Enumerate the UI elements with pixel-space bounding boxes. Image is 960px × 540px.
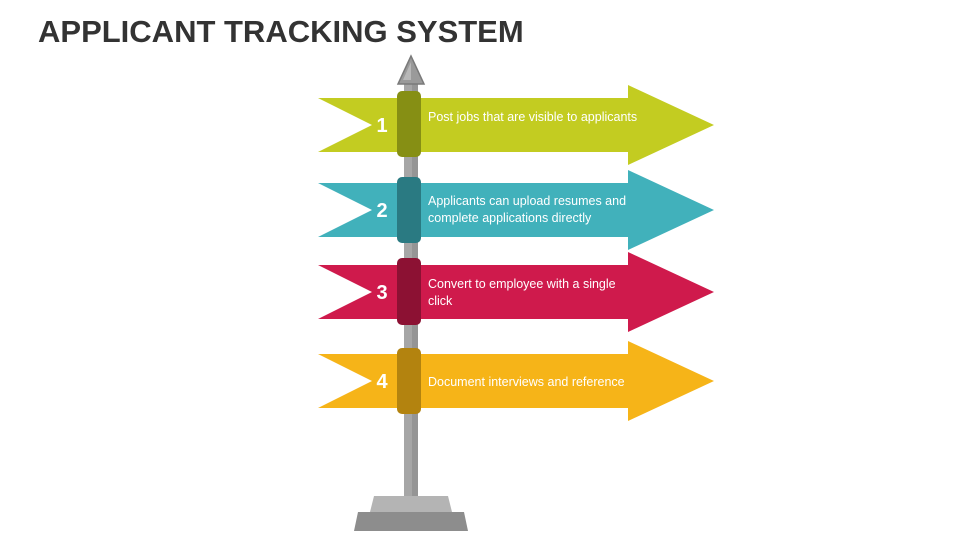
step-1-number: 1	[376, 115, 387, 137]
step-3-band	[397, 258, 421, 325]
step-2-text: Applicants can upload resumes and comple…	[428, 194, 627, 225]
step-4-text: Document interviews and reference	[428, 375, 625, 389]
signpost-top-arrow-highlight	[403, 62, 411, 80]
step-2-band	[397, 177, 421, 243]
step-2-arrow: 2	[318, 170, 714, 250]
step-4-number: 4	[376, 371, 388, 393]
signpost-base-top	[370, 496, 452, 512]
step-1-text: Post jobs that are visible to applicants	[428, 110, 638, 124]
step-3-text: Convert to employee with a single click	[428, 277, 616, 308]
step-3-arrow: 3	[318, 252, 714, 332]
page-title: APPLICANT TRACKING SYSTEM	[38, 14, 524, 49]
step-3-number: 3	[376, 282, 387, 304]
step-4-arrow: 4	[318, 341, 714, 421]
signpost-base	[354, 512, 468, 531]
step-1-band	[397, 91, 421, 157]
step-4-band	[397, 348, 421, 414]
step-1-arrow: 1	[318, 85, 714, 165]
step-2-number: 2	[376, 200, 387, 222]
